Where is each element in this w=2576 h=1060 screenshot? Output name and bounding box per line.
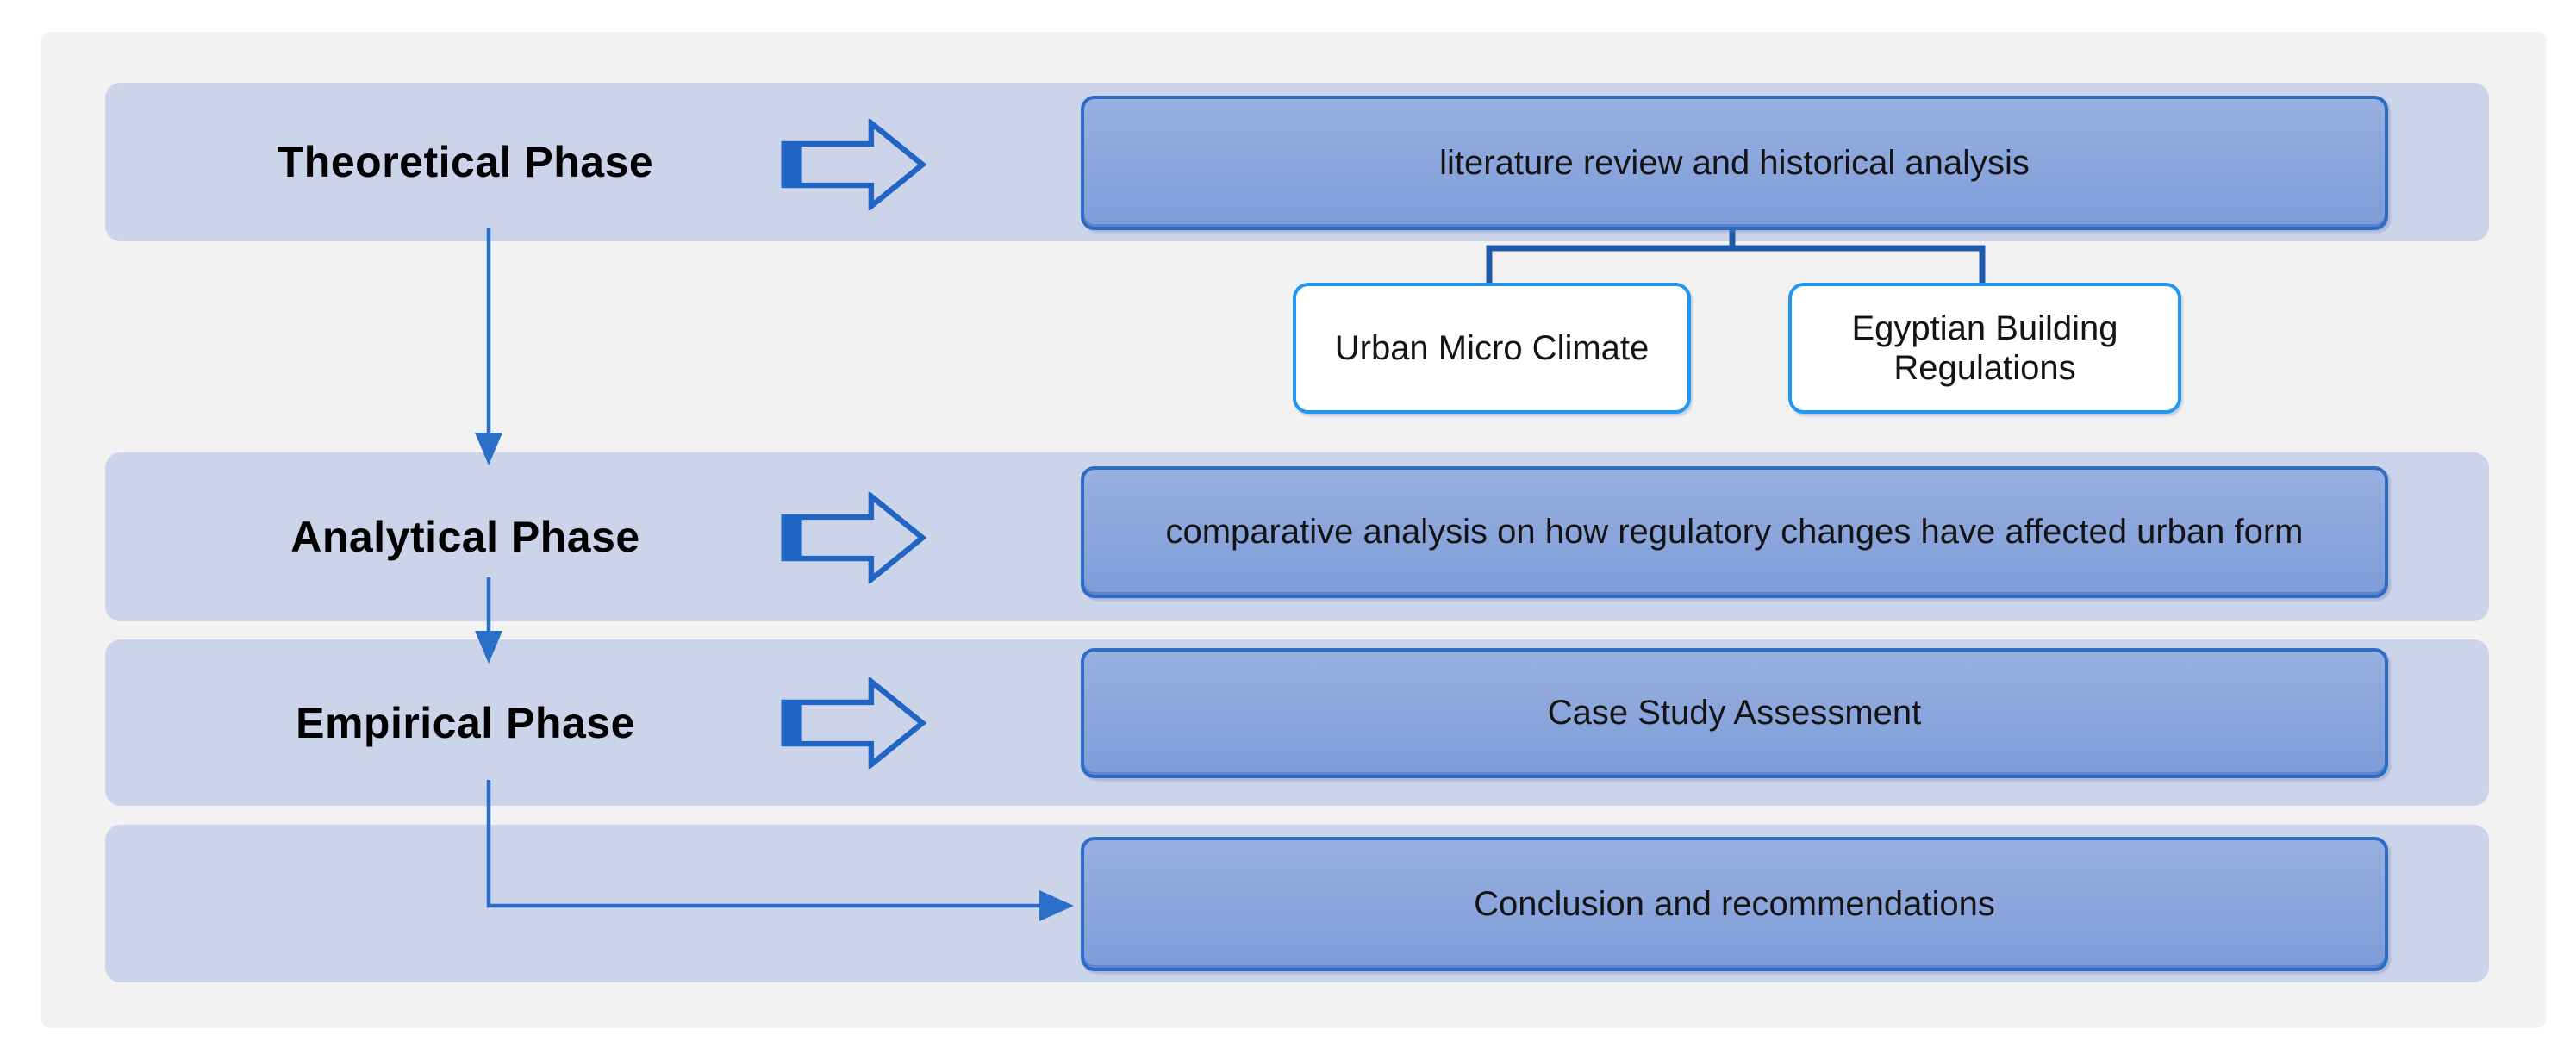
box-conclusion-recommendations: Conclusion and recommendations [1081, 837, 2388, 971]
box-case-study-assessment: Case Study Assessment [1081, 648, 2388, 778]
phase-label-analytical: Analytical Phase [290, 513, 640, 561]
subbox-urban-micro-climate: Urban Micro Climate [1293, 283, 1691, 414]
box-literature-review: literature review and historical analysi… [1081, 96, 2388, 230]
phase-label-empirical: Empirical Phase [296, 698, 635, 747]
phase-label-theoretical: Theoretical Phase [277, 138, 654, 186]
block-arrow-icon [781, 119, 927, 210]
subbox-egyptian-building-regulations: Egyptian Building Regulations [1788, 283, 2181, 414]
block-arrow-icon [781, 677, 927, 769]
block-arrow-icon [781, 492, 927, 583]
box-comparative-analysis: comparative analysis on how regulatory c… [1081, 466, 2388, 598]
